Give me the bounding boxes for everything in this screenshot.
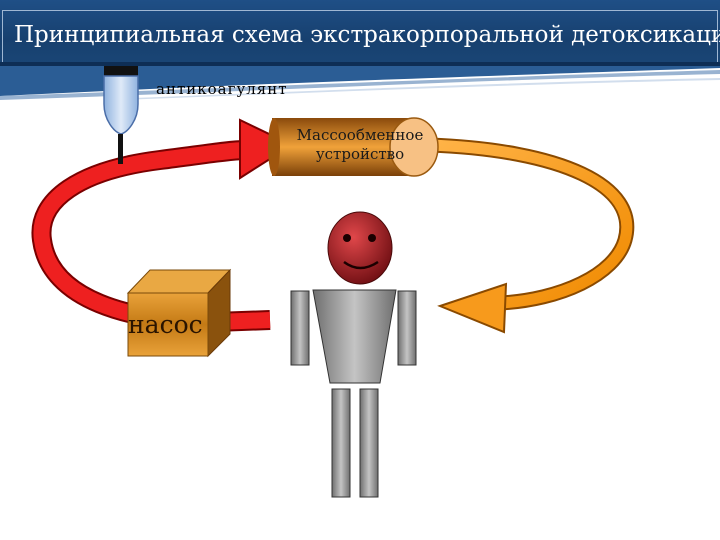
patient-head — [328, 212, 392, 284]
pump-label: насос — [128, 310, 203, 339]
exchange-device-label-line1: Массообменное — [280, 126, 440, 145]
patient-torso — [313, 290, 396, 383]
exchange-device-label-line2: устройство — [280, 145, 440, 164]
exchange-device-label: Массообменное устройство — [280, 126, 440, 164]
anticoagulant-label: антикоагулянт — [156, 80, 288, 98]
return-flow-arrow — [430, 145, 627, 332]
anticoagulant-bottle-icon — [104, 66, 138, 164]
patient-figure — [291, 212, 416, 497]
